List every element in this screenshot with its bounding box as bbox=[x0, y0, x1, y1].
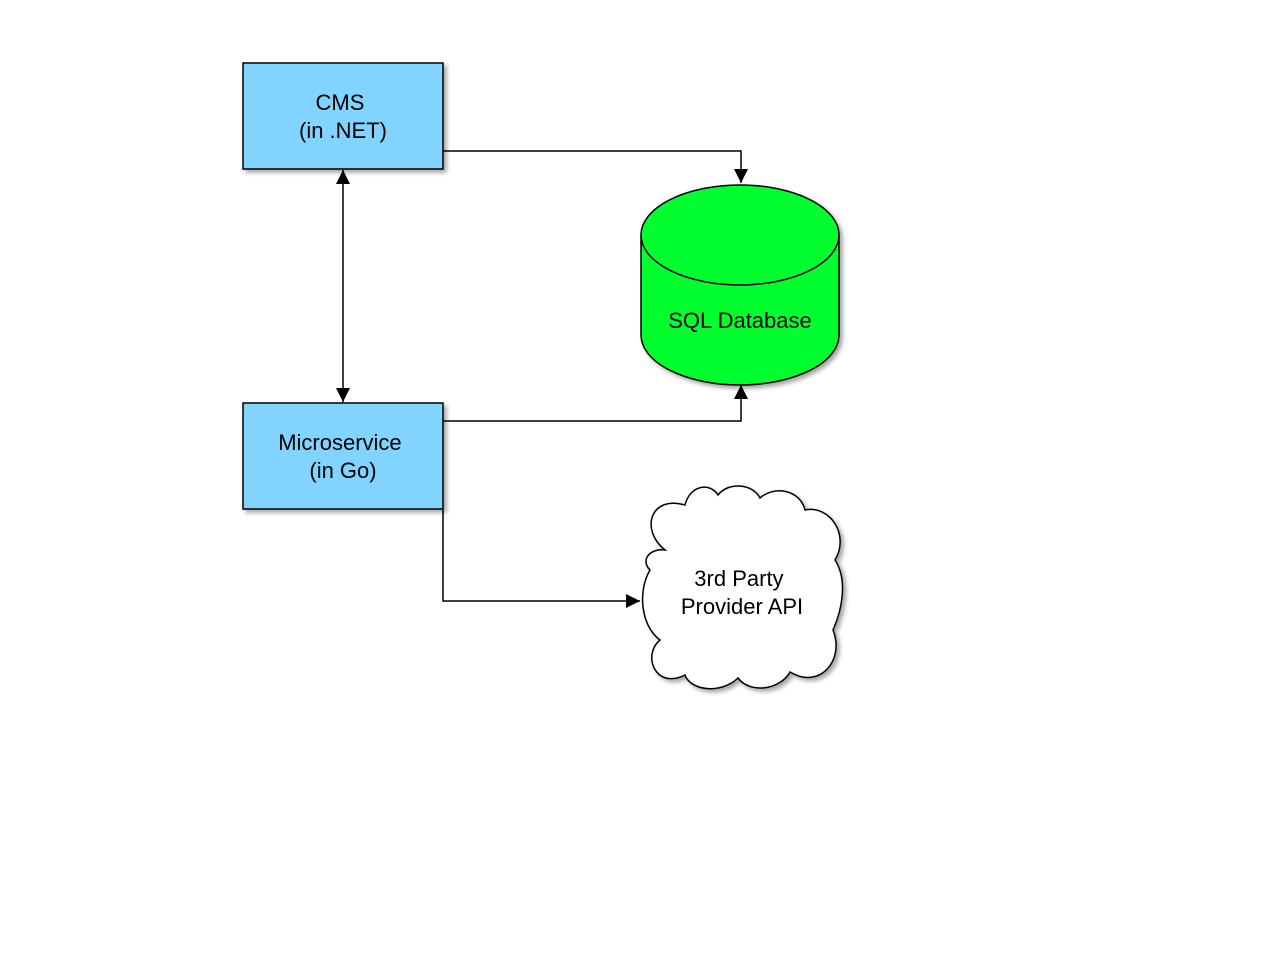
cms-label-line2: (in .NET) bbox=[299, 118, 387, 143]
third-party-label-line1: 3rd Party bbox=[694, 566, 783, 591]
edge-cms-to-database bbox=[443, 150, 748, 183]
third-party-label-line2: Provider API bbox=[681, 594, 803, 619]
cms-label-line1: CMS bbox=[315, 90, 364, 115]
database-cylinder-rim bbox=[640, 234, 840, 286]
microservice-box bbox=[242, 402, 444, 510]
microservice-label: Microservice (in Go) bbox=[278, 430, 408, 483]
microservice-label-line2: (in Go) bbox=[309, 458, 376, 483]
database-label: SQL Database bbox=[668, 308, 812, 333]
edge-microservice-to-third-party bbox=[442, 509, 640, 608]
cms-node[interactable]: CMS (in .NET) bbox=[242, 62, 444, 170]
third-party-label: 3rd Party Provider API bbox=[681, 566, 803, 619]
microservice-label-line1: Microservice bbox=[278, 430, 401, 455]
third-party-node[interactable]: 3rd Party Provider API bbox=[641, 485, 844, 690]
microservice-node[interactable]: Microservice (in Go) bbox=[242, 402, 444, 510]
database-node[interactable]: SQL Database bbox=[640, 184, 840, 386]
cloud-shape bbox=[641, 485, 844, 690]
cms-box bbox=[242, 62, 444, 170]
edge-microservice-to-database bbox=[443, 385, 748, 422]
cms-label: CMS (in .NET) bbox=[299, 90, 387, 143]
